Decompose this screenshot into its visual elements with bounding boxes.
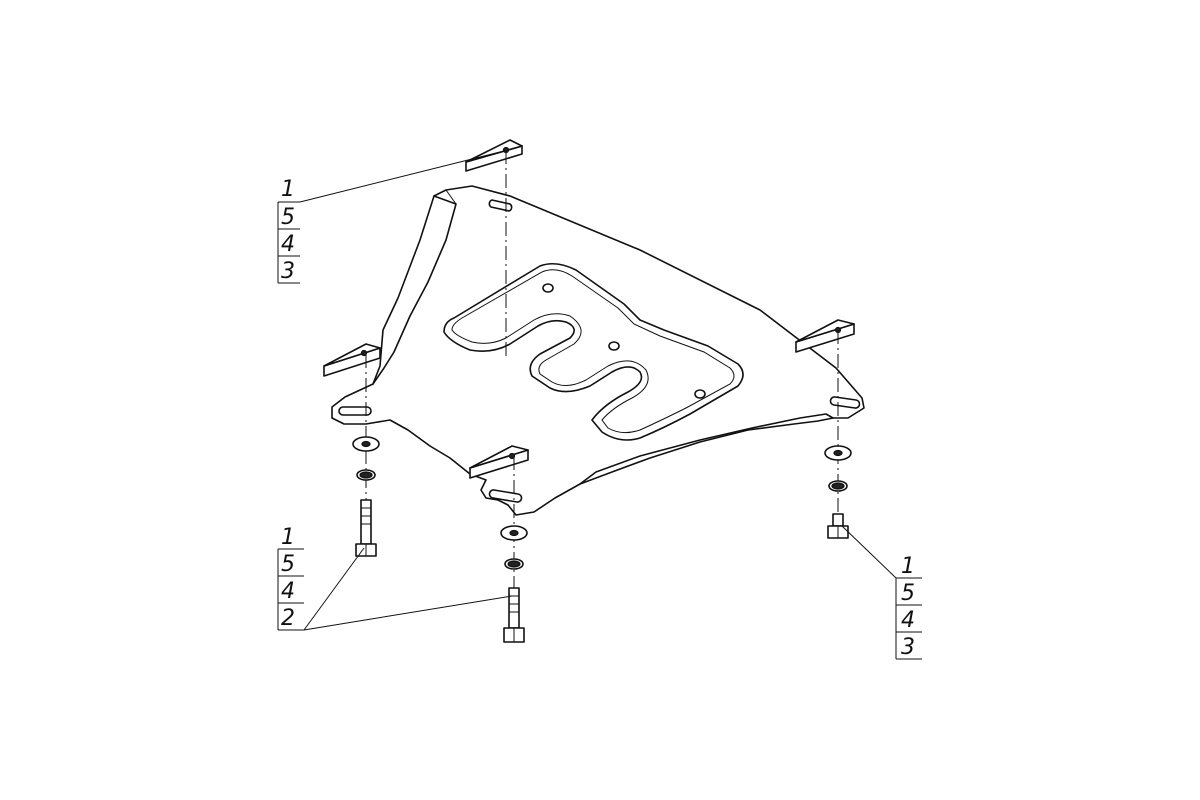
callout-label: 4 — [901, 608, 915, 633]
spacer-plate-top — [465, 139, 523, 172]
fastener-stack-middle — [500, 525, 528, 643]
fastener-stack-right — [824, 445, 852, 539]
callout-label: 1 — [281, 525, 295, 550]
callout-label: 1 — [281, 177, 295, 202]
spacer-plate-left — [323, 343, 381, 377]
spacer-plate-bottom — [469, 445, 529, 479]
callout-label: 2 — [281, 606, 295, 631]
callout-label: 3 — [901, 635, 915, 660]
fastener-stack-left — [352, 436, 380, 557]
skid-plate — [331, 185, 865, 516]
callout-label: 3 — [281, 259, 295, 284]
callout-stack-top-left: 1 5 4 3 — [277, 177, 300, 284]
callout-stack-bottom-left: 1 5 4 2 — [277, 525, 304, 631]
callout-label: 1 — [901, 554, 915, 579]
spacer-plate-right — [795, 319, 855, 353]
callout-label: 5 — [281, 552, 295, 577]
callout-label: 4 — [281, 579, 295, 604]
callout-label: 4 — [281, 232, 295, 257]
callout-label: 5 — [281, 205, 295, 230]
callout-stack-bottom-right: 1 5 4 3 — [895, 554, 922, 660]
callout-label: 5 — [901, 581, 915, 606]
leader-lines — [299, 149, 897, 631]
